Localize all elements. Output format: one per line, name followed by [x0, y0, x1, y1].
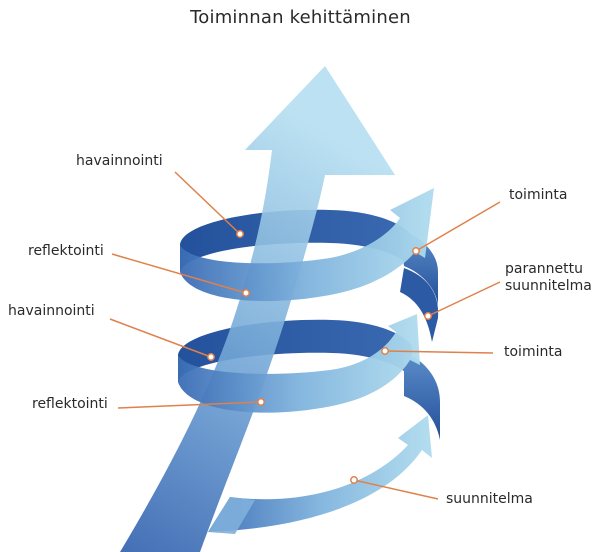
leader-dot	[237, 231, 243, 237]
leader-dot	[208, 354, 214, 360]
leader-parannettu	[428, 282, 500, 316]
leader-havainnointi-2	[110, 319, 211, 357]
label-parannettu-line1: parannettu	[505, 261, 583, 278]
leader-dot	[258, 399, 264, 405]
label-havainnointi-1: havainnointi	[76, 153, 163, 170]
label-reflektointi-2: reflektointi	[32, 396, 108, 413]
leader-dot	[243, 290, 249, 296]
leader-dot	[413, 248, 419, 254]
label-parannettu-line2: suunnitelma	[505, 278, 592, 295]
leader-dot	[425, 313, 431, 319]
label-toiminta-1: toiminta	[509, 187, 567, 204]
label-toiminta-2: toiminta	[504, 344, 562, 361]
label-havainnointi-2: havainnointi	[8, 303, 95, 320]
leader-dot	[351, 477, 357, 483]
label-reflektointi-1: reflektointi	[28, 243, 104, 260]
label-suunnitelma: suunnitelma	[446, 491, 533, 508]
leader-dot	[382, 348, 388, 354]
